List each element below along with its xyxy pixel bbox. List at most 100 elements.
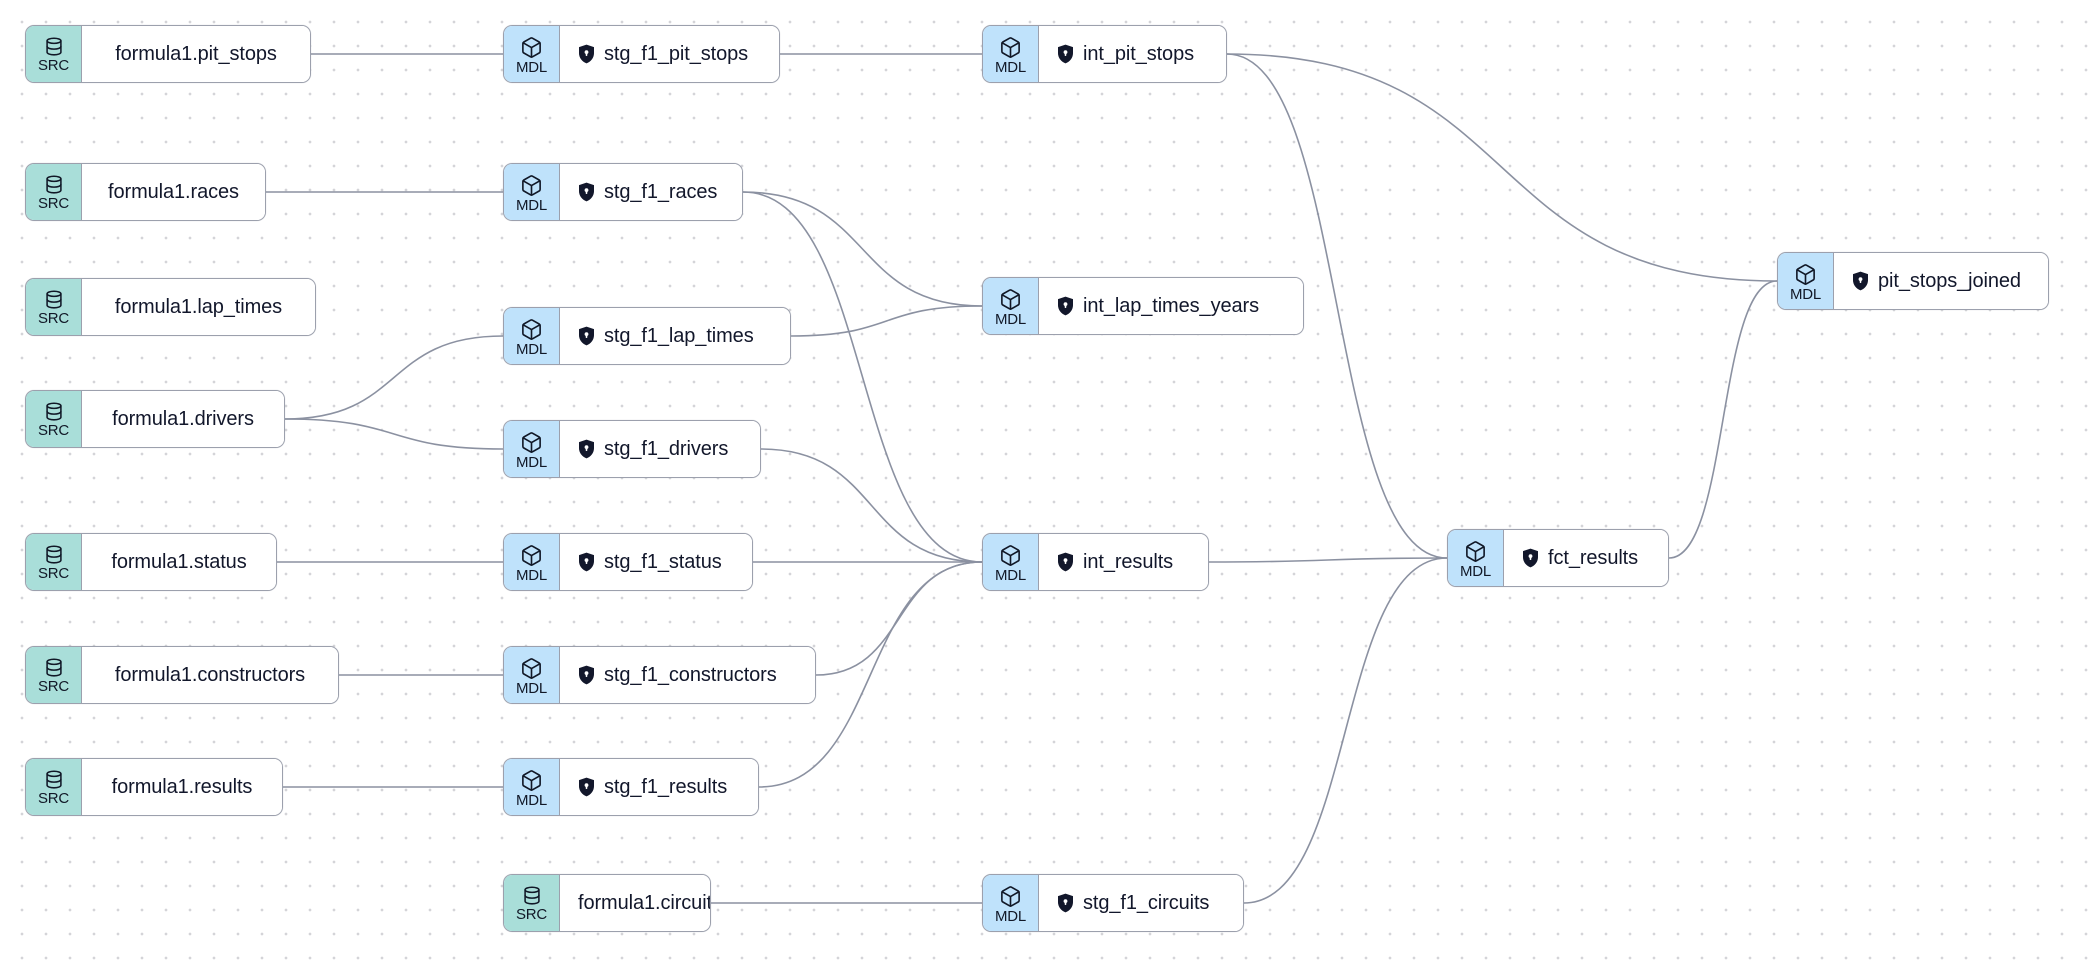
node-label: stg_f1_lap_times [604, 324, 754, 347]
cube-icon: MDL [983, 26, 1039, 82]
node-label: stg_f1_constructors [604, 663, 777, 686]
shield-lock-icon [578, 552, 595, 572]
node-body: stg_f1_pit_stops [560, 26, 779, 82]
lineage-node-stg_results[interactable]: MDL stg_f1_results [503, 758, 759, 816]
node-kind-label: MDL [515, 566, 548, 584]
lineage-node-stg_circuits[interactable]: MDL stg_f1_circuits [982, 874, 1244, 932]
edge-src_drivers-to-stg_drivers [284, 418, 504, 450]
edge-stg_races-to-int_results [742, 191, 983, 563]
node-body: formula1.lap_times [82, 279, 315, 335]
node-body: formula1.pit_stops [82, 26, 310, 82]
node-body: fct_results [1504, 530, 1668, 586]
cube-icon: MDL [504, 759, 560, 815]
node-label: formula1.pit_stops [115, 42, 277, 65]
node-body: stg_f1_constructors [560, 647, 815, 703]
shield-lock-icon [578, 665, 595, 685]
node-label: stg_f1_results [604, 775, 728, 798]
cube-icon: MDL [1778, 253, 1834, 309]
shield-lock-icon [1057, 552, 1074, 572]
node-label: formula1.constructors [114, 663, 306, 686]
node-body: formula1.status [82, 534, 276, 590]
cube-icon: MDL [504, 26, 560, 82]
node-kind-label: SRC [37, 678, 70, 695]
edge-fct_results-to-pit_stops_joined [1668, 280, 1778, 559]
node-body: stg_f1_circuits [1039, 875, 1243, 931]
node-body: stg_f1_results [560, 759, 758, 815]
node-body: int_results [1039, 534, 1208, 590]
cube-icon: MDL [983, 875, 1039, 931]
database-icon: SRC [26, 279, 82, 335]
edge-stg_constructors-to-int_results [815, 561, 983, 676]
database-icon: SRC [504, 875, 560, 931]
lineage-node-stg_status[interactable]: MDL stg_f1_status [503, 533, 753, 591]
node-label: formula1.circuits [578, 891, 711, 914]
node-kind-label: MDL [515, 196, 548, 214]
node-kind-label: MDL [515, 453, 548, 471]
shield-lock-icon [578, 439, 595, 459]
node-body: formula1.races [82, 164, 265, 220]
node-body: int_lap_times_years [1039, 278, 1303, 334]
shield-lock-icon [578, 44, 595, 64]
node-label: stg_f1_circuits [1083, 891, 1210, 914]
lineage-node-src_races[interactable]: SRC formula1.races [25, 163, 266, 221]
lineage-node-src_constructors[interactable]: SRC formula1.constructors [25, 646, 339, 704]
shield-lock-icon [578, 182, 595, 202]
cube-icon: MDL [504, 421, 560, 477]
lineage-node-stg_races[interactable]: MDL stg_f1_races [503, 163, 743, 221]
node-kind-label: SRC [37, 57, 70, 74]
node-body: pit_stops_joined [1834, 253, 2048, 309]
node-label: int_pit_stops [1083, 42, 1194, 65]
edge-stg_drivers-to-int_results [760, 448, 983, 563]
node-body: formula1.drivers [82, 391, 284, 447]
shield-lock-icon [1852, 271, 1869, 291]
lineage-node-src_lap_times[interactable]: SRC formula1.lap_times [25, 278, 316, 336]
node-label: int_lap_times_years [1083, 294, 1259, 317]
node-body: stg_f1_lap_times [560, 308, 790, 364]
cube-icon: MDL [983, 534, 1039, 590]
cube-icon: MDL [983, 278, 1039, 334]
database-icon: SRC [26, 759, 82, 815]
lineage-node-int_lap_times_years[interactable]: MDL int_lap_times_years [982, 277, 1304, 335]
lineage-node-stg_drivers[interactable]: MDL stg_f1_drivers [503, 420, 761, 478]
node-body: int_pit_stops [1039, 26, 1226, 82]
node-label: stg_f1_drivers [604, 437, 729, 460]
node-kind-label: MDL [994, 58, 1027, 76]
node-kind-label: MDL [515, 791, 548, 809]
shield-lock-icon [1057, 893, 1074, 913]
lineage-node-int_pit_stops[interactable]: MDL int_pit_stops [982, 25, 1227, 83]
node-kind-label: MDL [515, 679, 548, 697]
edge-stg_races-to-int_lap_times_years [742, 191, 983, 307]
edge-stg_circuits-to-fct_results [1243, 557, 1448, 904]
node-label: formula1.lap_times [114, 295, 283, 318]
node-body: stg_f1_status [560, 534, 752, 590]
database-icon: SRC [26, 391, 82, 447]
node-body: stg_f1_drivers [560, 421, 760, 477]
lineage-node-src_pit_stops[interactable]: SRC formula1.pit_stops [25, 25, 311, 83]
edge-int_results-to-fct_results [1208, 557, 1448, 563]
node-kind-label: SRC [37, 195, 70, 212]
lineage-node-int_results[interactable]: MDL int_results [982, 533, 1209, 591]
cube-icon: MDL [504, 534, 560, 590]
node-body: formula1.circuits [560, 875, 711, 931]
shield-lock-icon [1522, 548, 1539, 568]
node-kind-label: SRC [515, 906, 548, 923]
lineage-node-src_circuits[interactable]: SRC formula1.circuits [503, 874, 711, 932]
cube-icon: MDL [1448, 530, 1504, 586]
database-icon: SRC [26, 164, 82, 220]
node-label: formula1.races [108, 180, 239, 203]
shield-lock-icon [578, 777, 595, 797]
node-body: stg_f1_races [560, 164, 742, 220]
cube-icon: MDL [504, 647, 560, 703]
database-icon: SRC [26, 26, 82, 82]
lineage-node-stg_constructors[interactable]: MDL stg_f1_constructors [503, 646, 816, 704]
node-kind-label: MDL [994, 566, 1027, 584]
